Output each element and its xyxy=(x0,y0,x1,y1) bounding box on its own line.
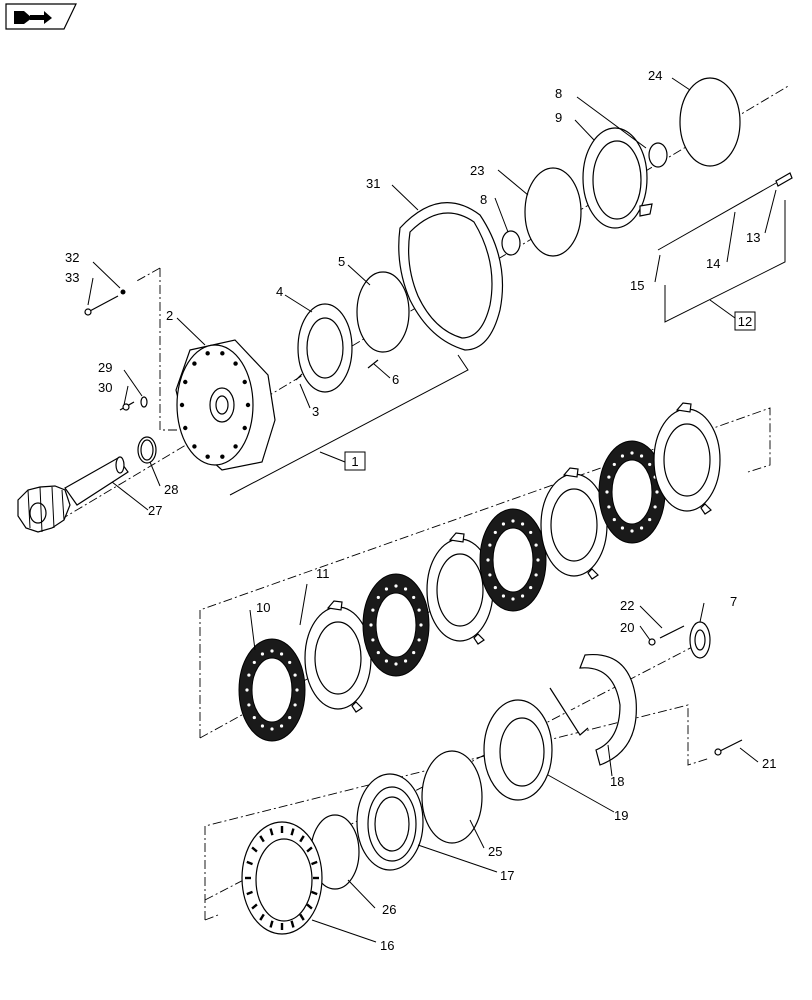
leader-1 xyxy=(319,451,346,463)
part-24-seal xyxy=(679,77,741,167)
centerline-upper xyxy=(59,84,791,521)
callout-26[interactable]: 26 xyxy=(382,902,396,917)
part-8-ring-b xyxy=(648,142,668,168)
part-9-piston xyxy=(582,127,653,229)
callout-30[interactable]: 30 xyxy=(98,380,112,395)
part-25-seal xyxy=(421,750,483,844)
part-14-spring xyxy=(657,172,793,251)
steel-disc xyxy=(426,532,494,645)
callout-10[interactable]: 10 xyxy=(256,600,270,615)
callout-17[interactable]: 17 xyxy=(500,868,514,883)
part-7-bearing xyxy=(689,621,711,659)
callout-14[interactable]: 14 xyxy=(706,256,720,271)
callout-4[interactable]: 4 xyxy=(276,284,283,299)
frame-lower xyxy=(204,704,711,921)
callout-18[interactable]: 18 xyxy=(610,774,624,789)
part-22-bolt xyxy=(659,625,685,639)
part-16-plate xyxy=(241,821,323,935)
callout-5[interactable]: 5 xyxy=(338,254,345,269)
bracket-12 xyxy=(664,200,786,323)
callout-12: 12 xyxy=(738,314,752,329)
callout-8a[interactable]: 8 xyxy=(480,192,487,207)
callout-12-box[interactable]: 12 xyxy=(734,311,756,331)
part-2-housing xyxy=(175,339,276,471)
part-6-screw xyxy=(367,359,379,369)
callout-15[interactable]: 15 xyxy=(630,278,644,293)
callout-29[interactable]: 29 xyxy=(98,360,112,375)
callout-32[interactable]: 32 xyxy=(65,250,79,265)
callout-22[interactable]: 22 xyxy=(620,598,634,613)
part-30-screw xyxy=(119,396,148,411)
callout-20[interactable]: 20 xyxy=(620,620,634,635)
part-33-bolt xyxy=(84,289,126,316)
part-17-piston xyxy=(356,773,424,871)
callout-24[interactable]: 24 xyxy=(648,68,662,83)
part-5-seal xyxy=(356,271,410,353)
callout-19[interactable]: 19 xyxy=(614,808,628,823)
part-3-pin xyxy=(295,373,303,381)
callout-28[interactable]: 28 xyxy=(164,482,178,497)
part-19-plate xyxy=(483,699,553,801)
callout-16[interactable]: 16 xyxy=(380,938,394,953)
callout-3[interactable]: 3 xyxy=(312,404,319,419)
callout-31[interactable]: 31 xyxy=(366,176,380,191)
callout-21[interactable]: 21 xyxy=(762,756,776,771)
part-23-seal xyxy=(524,167,582,257)
callout-13[interactable]: 13 xyxy=(746,230,760,245)
frame-middle xyxy=(199,407,771,738)
part-27-shaft xyxy=(17,456,129,533)
callout-6[interactable]: 6 xyxy=(392,372,399,387)
friction-disc xyxy=(362,573,430,677)
leader-lines xyxy=(87,77,777,943)
callout-8b[interactable]: 8 xyxy=(555,86,562,101)
bracket-1 xyxy=(229,354,469,496)
part-8-ring-a xyxy=(501,230,521,256)
steel-disc xyxy=(653,402,721,515)
friction-disc xyxy=(598,440,666,544)
part-18-housing xyxy=(549,653,637,766)
steel-disc xyxy=(540,467,608,580)
friction-disc xyxy=(479,508,547,612)
leader-12 xyxy=(709,299,736,319)
callout-33[interactable]: 33 xyxy=(65,270,79,285)
back-arrow-icon xyxy=(14,11,52,24)
callout-9[interactable]: 9 xyxy=(555,110,562,125)
callout-7[interactable]: 7 xyxy=(730,594,737,609)
part-31-gasket xyxy=(398,202,504,351)
friction-disc xyxy=(238,638,306,742)
callout-11[interactable]: 11 xyxy=(316,566,330,581)
callout-2[interactable]: 2 xyxy=(166,308,173,323)
disc-stack xyxy=(238,402,721,742)
steel-disc xyxy=(304,600,372,713)
callout-25[interactable]: 25 xyxy=(488,844,502,859)
callout-27[interactable]: 27 xyxy=(148,503,162,518)
callout-23[interactable]: 23 xyxy=(470,163,484,178)
callout-1: 1 xyxy=(351,454,358,469)
callout-labels: 1 2 3 4 5 6 7 8 8 9 10 11 12 13 14 15 16… xyxy=(65,68,776,953)
part-4-plate xyxy=(297,303,353,393)
callout-1-box[interactable]: 1 xyxy=(344,451,366,471)
part-21-bolt xyxy=(717,739,743,753)
back-button[interactable] xyxy=(5,3,77,30)
